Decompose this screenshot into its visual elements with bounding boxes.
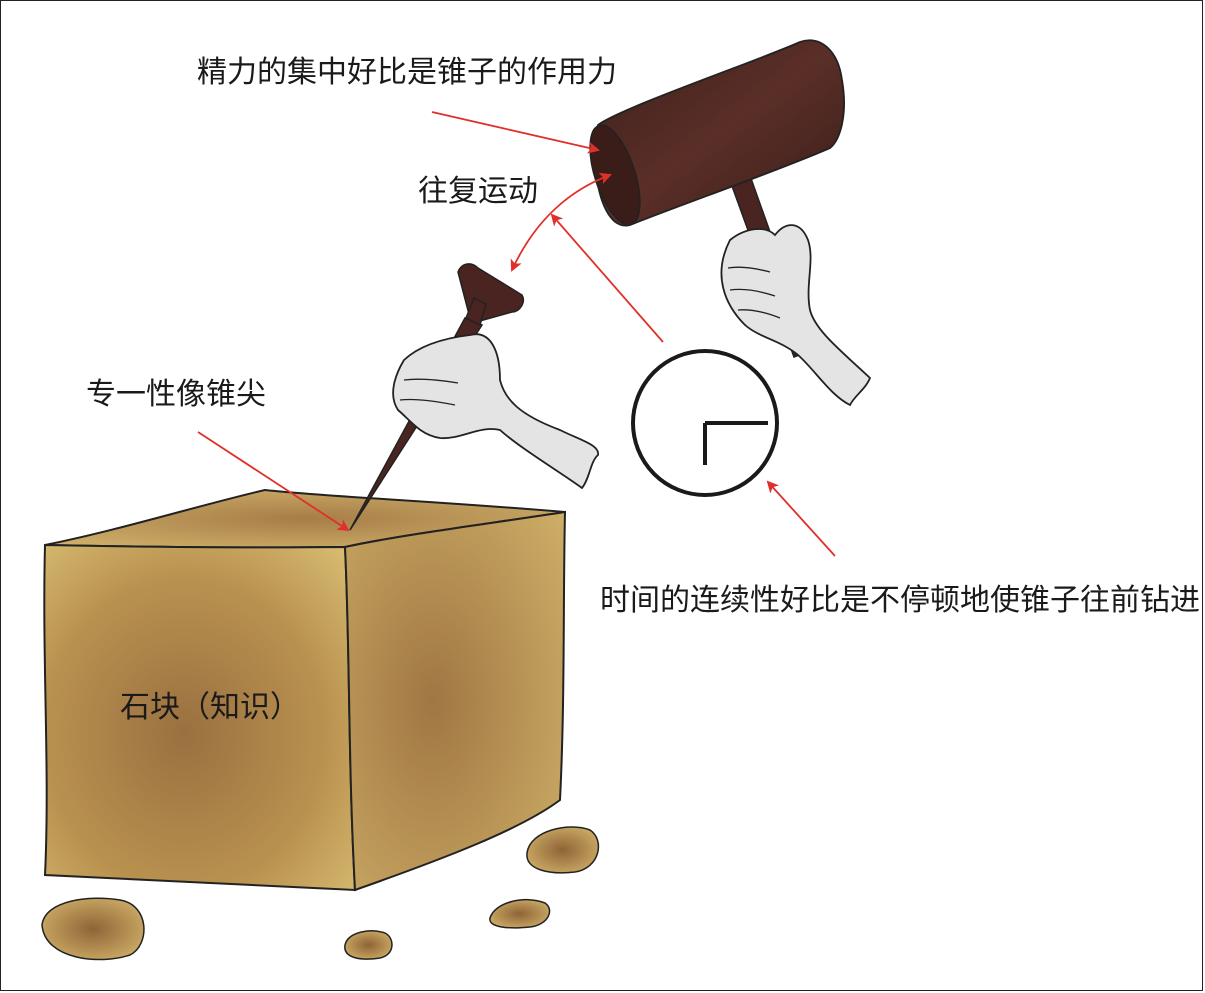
arrow-focus (197, 431, 350, 532)
arrow-concentration (431, 111, 600, 154)
awl-neck (465, 296, 487, 327)
label-stone: 石块（知识） (120, 690, 300, 725)
pebble (41, 897, 145, 961)
right-glove-finger-line (737, 309, 781, 319)
right-glove-finger-line (727, 266, 771, 273)
clock-icon (631, 349, 779, 497)
right-glove-finger-line (729, 288, 776, 297)
pebble (489, 899, 551, 929)
label-concentration: 精力的集中好比是锥子的作用力 (197, 55, 617, 90)
left-glove (392, 333, 599, 490)
right-glove-shape (720, 224, 872, 407)
label-focus: 专一性像锥尖 (86, 377, 266, 412)
label-continuity: 时间的连续性好比是不停顿地使锥子往前钻进 (600, 583, 1200, 618)
right-glove (720, 224, 872, 407)
left-glove-finger-line (403, 378, 459, 384)
pebble (344, 930, 393, 960)
arrow-continuity (766, 480, 836, 557)
stone-block (43, 488, 567, 892)
left-glove-finger-line (399, 398, 456, 406)
arrow-clock-to-motion (550, 213, 664, 343)
label-reciprocating: 往复运动 (418, 174, 538, 209)
arrow-reciprocating (510, 172, 612, 272)
pebbles (41, 826, 600, 961)
annotation-arrows (197, 111, 836, 557)
left-glove-shape (392, 333, 599, 490)
pebble (526, 826, 600, 874)
stone-side-face (343, 510, 567, 892)
